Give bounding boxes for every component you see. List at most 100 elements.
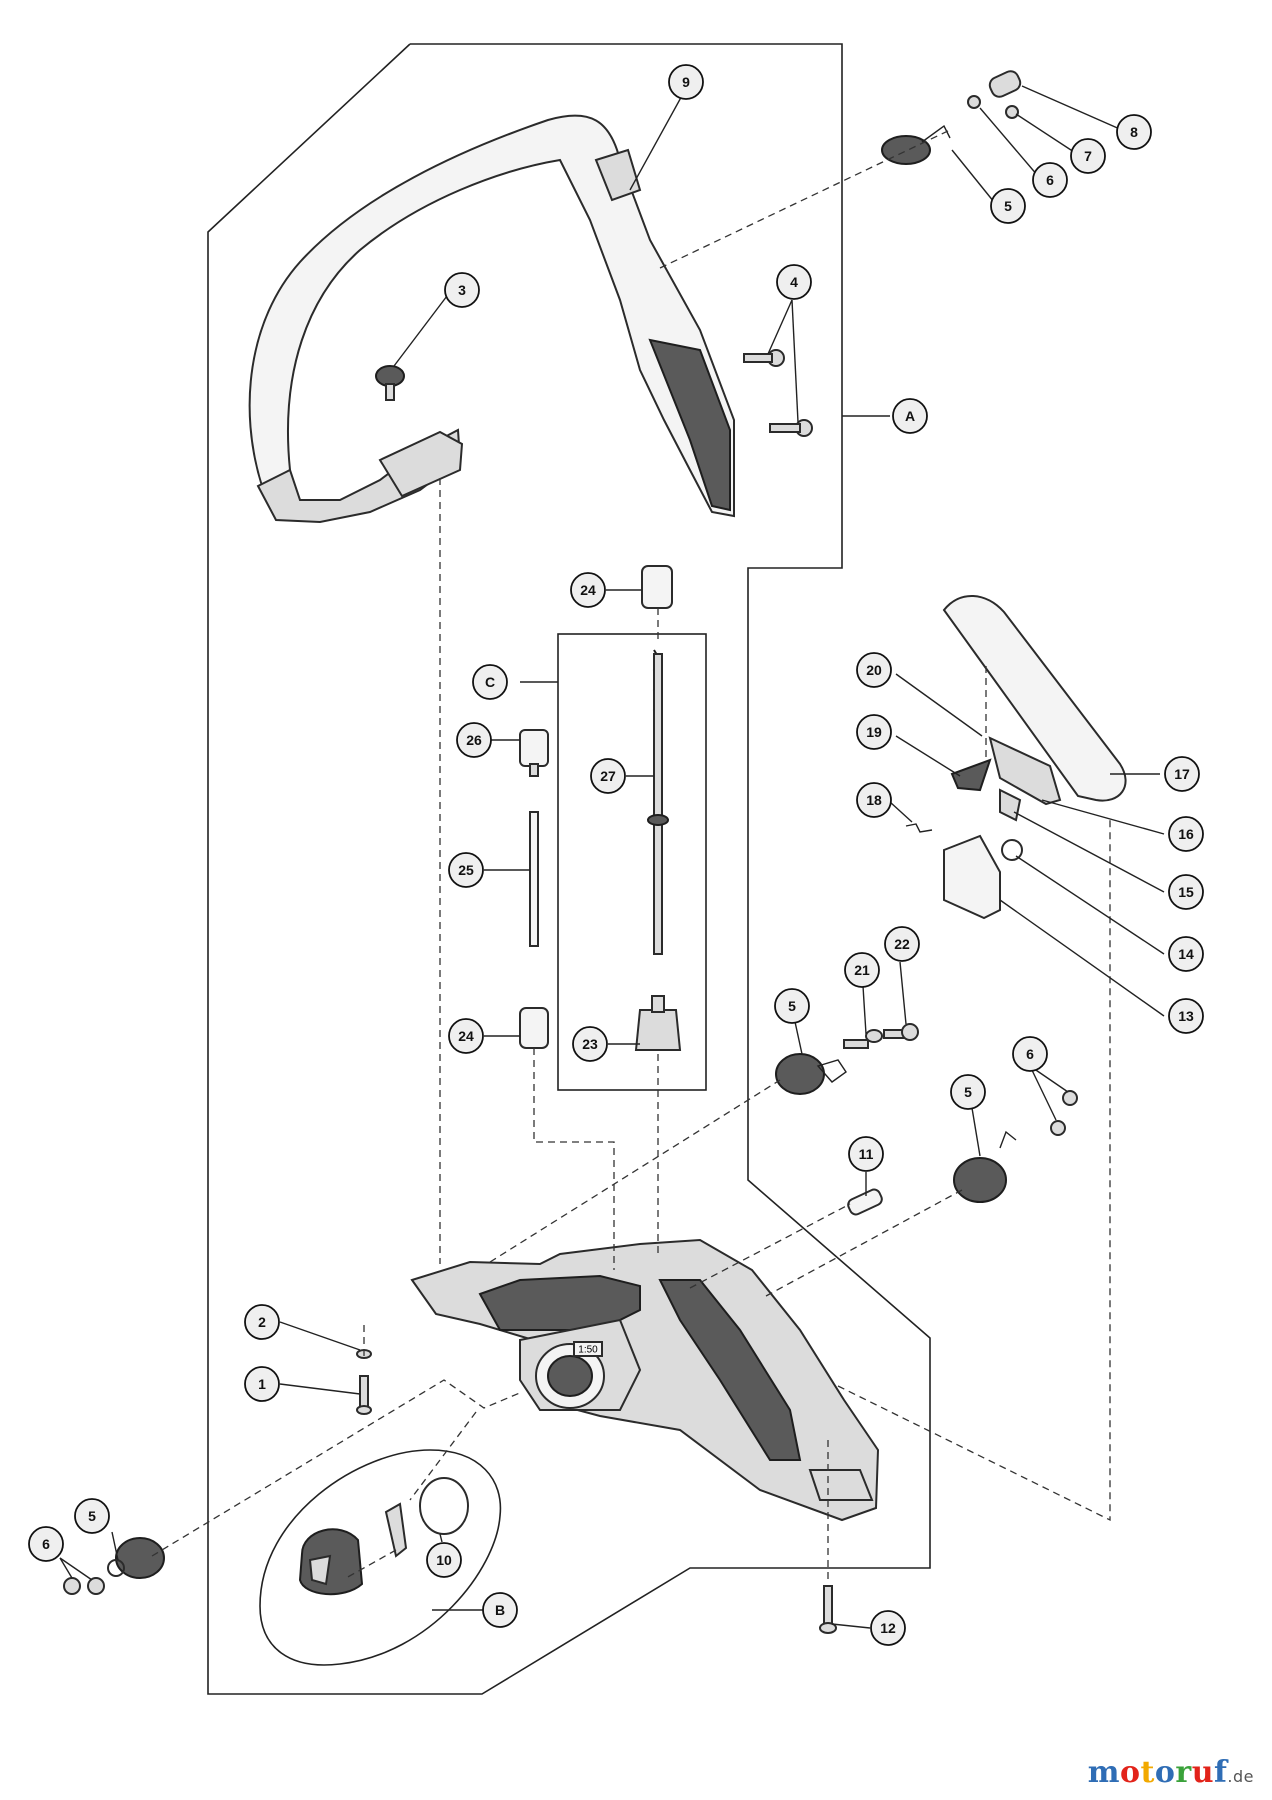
- callout-number: 8: [1130, 124, 1138, 140]
- leader-lines: [59, 85, 1165, 1629]
- callout-circle: [856, 782, 892, 818]
- callout-c21: 21: [844, 952, 880, 988]
- callout-circle: [456, 722, 492, 758]
- callout-number: A: [905, 408, 915, 424]
- part-11-pin: [847, 1188, 883, 1216]
- tank-marking: 1:50: [578, 1345, 598, 1356]
- callout-number: 5: [1004, 198, 1012, 214]
- callout-c4: 4: [776, 264, 812, 300]
- callout-number: 10: [436, 1552, 452, 1568]
- callout-number: 12: [880, 1620, 896, 1636]
- callout-number: 20: [866, 662, 882, 678]
- callout-cA: A: [892, 398, 928, 434]
- watermark-letter: o: [1154, 1755, 1176, 1790]
- callout-number: B: [495, 1602, 505, 1618]
- assembly-lines: [151, 129, 1111, 1584]
- watermark-letter: t: [1140, 1755, 1155, 1790]
- callout-circle: [448, 1018, 484, 1054]
- assembly-frame-a: [207, 43, 931, 1695]
- callout-c11: 11: [848, 1136, 884, 1172]
- callout-c24a: 24: [570, 572, 606, 608]
- callout-c3: 3: [444, 272, 480, 308]
- callout-c5c: 5: [950, 1074, 986, 1110]
- callout-c24b: 24: [448, 1018, 484, 1054]
- callout-number: 9: [682, 74, 690, 90]
- callout-c6a: 6: [1032, 162, 1068, 198]
- callout-circle: [590, 758, 626, 794]
- callout-circle: [1032, 162, 1068, 198]
- callout-number: 16: [1178, 826, 1194, 842]
- callout-circle: [74, 1498, 110, 1534]
- callout-number: 24: [458, 1028, 474, 1044]
- watermark-letter: r: [1175, 1755, 1192, 1790]
- front-handle: [248, 114, 735, 524]
- callout-circle: [1070, 138, 1106, 174]
- callout-circle: [244, 1366, 280, 1402]
- callout-circle: [870, 1610, 906, 1646]
- callout-number: 17: [1174, 766, 1190, 782]
- part-1-2: [356, 1349, 372, 1415]
- watermark-logo: motoruf.de: [1088, 1755, 1254, 1790]
- callout-c26: 26: [456, 722, 492, 758]
- callout-number: 6: [1046, 172, 1054, 188]
- callout-c7: 7: [1070, 138, 1106, 174]
- part-26-25-24: [519, 729, 549, 1049]
- callout-c15: 15: [1168, 874, 1204, 910]
- callout-number: 24: [580, 582, 596, 598]
- callout-c18: 18: [856, 782, 892, 818]
- callout-circle: [444, 272, 480, 308]
- callout-cC: C: [472, 664, 508, 700]
- callout-c2: 2: [244, 1304, 280, 1340]
- callout-circle: [482, 1592, 518, 1628]
- callout-cB: B: [482, 1592, 518, 1628]
- callout-circle: [1168, 816, 1204, 852]
- callout-number: 22: [894, 936, 910, 952]
- watermark-letter: u: [1191, 1755, 1214, 1790]
- callout-circle: [990, 188, 1026, 224]
- callout-c20: 20: [856, 652, 892, 688]
- callout-c6c: 6: [28, 1526, 64, 1562]
- callout-circle: [1012, 1036, 1048, 1072]
- callout-number: 18: [866, 792, 882, 808]
- callout-c22: 22: [884, 926, 920, 962]
- watermark-letter: o: [1119, 1755, 1141, 1790]
- watermark-letter: f: [1214, 1755, 1228, 1790]
- callout-circle: [774, 988, 810, 1024]
- fuel-filter-assembly: [634, 565, 682, 1051]
- callout-circle: [1164, 756, 1200, 792]
- callout-circle: [426, 1542, 462, 1578]
- callout-number: 5: [964, 1084, 972, 1100]
- callout-c17: 17: [1164, 756, 1200, 792]
- callout-number: 27: [600, 768, 616, 784]
- part-12-screw: [819, 1585, 837, 1634]
- callout-circle: [1168, 936, 1204, 972]
- callout-number: 23: [582, 1036, 598, 1052]
- watermark-letters: motoruf: [1088, 1755, 1228, 1790]
- callout-circle: [844, 952, 880, 988]
- callout-circle: [570, 572, 606, 608]
- callout-circle: [572, 1026, 608, 1062]
- callout-c14: 14: [1168, 936, 1204, 972]
- callout-circle: [776, 264, 812, 300]
- spring-bottom-left: [63, 1537, 165, 1595]
- callout-number: 21: [854, 962, 870, 978]
- callout-number: 6: [1026, 1046, 1034, 1062]
- callout-number: 26: [466, 732, 482, 748]
- part-4-screws: [743, 349, 813, 437]
- callout-c5d: 5: [74, 1498, 110, 1534]
- callout-number: 13: [1178, 1008, 1194, 1024]
- callout-circle: [1168, 998, 1204, 1034]
- callout-c25: 25: [448, 852, 484, 888]
- callout-circle: [244, 1304, 280, 1340]
- callout-circle: [1168, 874, 1204, 910]
- callout-circle: [950, 1074, 986, 1110]
- callout-circle: [448, 852, 484, 888]
- callout-circle: [856, 714, 892, 750]
- callout-number: 14: [1178, 946, 1194, 962]
- callout-number: 1: [258, 1376, 266, 1392]
- fuel-tank-housing: 1:50: [410, 1238, 880, 1522]
- callout-circle: [472, 664, 508, 700]
- watermark-letter: m: [1087, 1755, 1120, 1790]
